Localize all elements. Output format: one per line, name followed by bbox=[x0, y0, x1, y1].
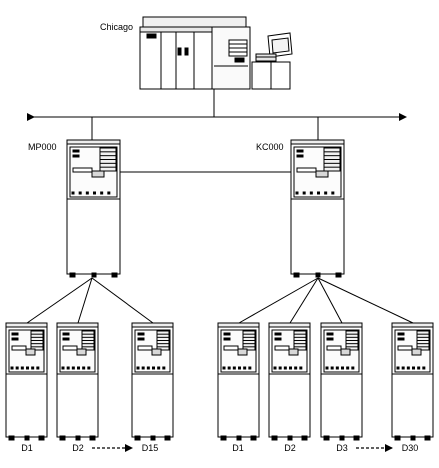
controller-label-kc000: KC000 bbox=[256, 142, 284, 152]
terminal-unit bbox=[217, 322, 260, 441]
terminal-unit bbox=[131, 322, 174, 441]
device-label: D1 bbox=[21, 443, 33, 453]
terminal-unit bbox=[320, 322, 363, 441]
device-label: D2 bbox=[284, 443, 296, 453]
device-label: D3 bbox=[336, 443, 348, 453]
terminal-unit bbox=[268, 322, 311, 441]
device-label: D15 bbox=[141, 443, 159, 453]
device-label: D1 bbox=[232, 443, 244, 453]
controller-unit-kc000 bbox=[290, 139, 345, 278]
terminal-unit bbox=[5, 322, 48, 441]
connection-lines bbox=[26, 89, 414, 324]
host-label: Chicago bbox=[100, 22, 134, 32]
controller-label-mp000: MP000 bbox=[28, 142, 57, 152]
device-label: D30 bbox=[401, 443, 419, 453]
controller-unit-mp000 bbox=[66, 139, 121, 278]
mainframe-icon bbox=[139, 16, 293, 90]
terminal-unit bbox=[56, 322, 99, 441]
terminal-unit bbox=[391, 322, 434, 441]
device-label: D2 bbox=[72, 443, 84, 453]
